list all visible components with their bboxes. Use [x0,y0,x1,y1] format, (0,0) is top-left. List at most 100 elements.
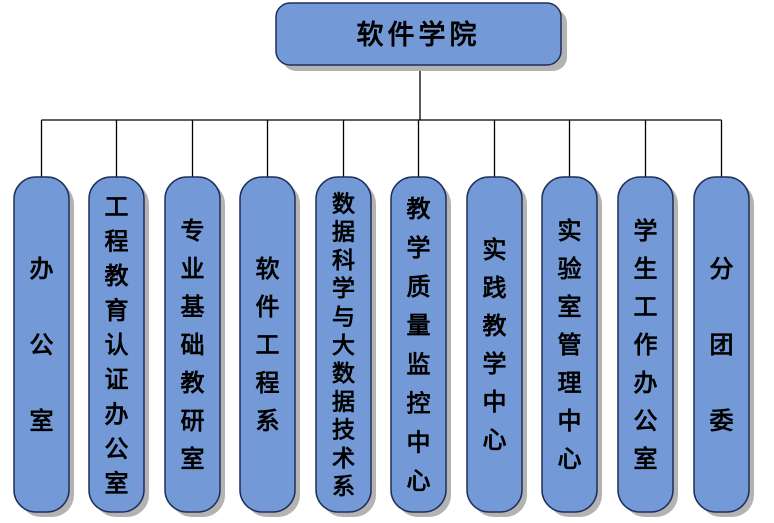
unit-node-box [88,176,145,513]
unit-node-label-char: 生 [634,255,658,283]
unit-node-label-char: 教 [105,262,130,290]
unit-node-label-char: 中 [407,428,431,456]
unit-node-label-char: 研 [181,407,205,435]
unit-node-box [617,176,674,513]
unit-node-label-char: 教 [483,312,508,340]
unit-node-box [541,176,598,513]
unit-node-box [239,176,296,513]
unit-node-label: 办公室 [30,255,54,435]
unit-node-label-char: 大 [332,333,355,359]
unit-node-label: 专业基础教研室 [181,217,206,473]
unit-node-label: 实践教学中心 [483,236,508,454]
unit-node-label-char: 学 [407,234,431,262]
unit-node-label-char: 础 [181,331,205,359]
unit-node-box [390,176,447,513]
unit-node-label-char: 量 [407,312,431,340]
unit-node-label-char: 办 [634,369,658,397]
unit-node-label-char: 委 [709,407,734,435]
unit-node: 专业基础教研室 [164,176,225,517]
unit-node-label-char: 术 [332,446,355,472]
unit-node-label: 数据科学与大数据技术系 [332,191,356,500]
unit-node-label: 工程教育认证办公室 [105,193,130,498]
unit-node-label-char: 作 [634,331,658,359]
unit-node-box [13,176,70,513]
unit-node-label-char: 团 [710,331,734,359]
unit-node-label-char: 实 [558,217,582,245]
unit-node: 教学质量监控中心 [390,176,451,517]
unit-node-label-char: 学 [483,350,507,378]
unit-node-label-char: 育 [105,297,129,325]
unit-node-label-char: 专 [181,217,205,245]
unit-node-label-char: 控 [407,390,431,418]
unit-node: 数据科学与大数据技术系 [315,176,376,517]
unit-node-label-char: 基 [181,293,206,321]
unit-node-label-char: 认 [105,331,129,359]
unit-node-label-char: 据 [332,389,355,415]
unit-node-label-char: 管 [558,331,582,359]
unit-node-label-char: 室 [634,445,658,473]
unit-node-label: 学生工作办公室 [634,217,658,473]
unit-node-label-char: 件 [256,293,280,321]
unit-node-label-char: 教 [407,195,432,223]
unit-node-label-char: 分 [710,255,734,283]
unit-node-label-char: 办 [30,255,54,283]
unit-node: 学生工作办公室 [617,176,678,517]
unit-node-label-char: 心 [407,467,431,495]
unit-node-label-char: 系 [332,474,355,500]
unit-node-label: 实验室管理中心 [558,217,582,473]
unit-node-label-char: 心 [483,426,507,454]
unit-node-label-char: 中 [558,407,582,435]
unit-node-label-char: 办 [105,400,129,428]
unit-node-label-char: 心 [558,445,582,473]
unit-nodes: 办公室工程教育认证办公室专业基础教研室软件工程系数据科学与大数据技术系教学质量监… [13,176,754,517]
unit-node-label-char: 理 [558,369,582,397]
unit-node-label-char: 实 [483,236,507,264]
unit-node: 软件工程系 [239,176,300,517]
unit-node-label-char: 工 [634,293,658,321]
unit-node-label-char: 质 [407,273,431,301]
unit-node-label: 分团委 [709,255,734,435]
unit-node-label-char: 数 [332,191,356,217]
unit-node: 实验室管理中心 [541,176,602,517]
unit-node-label: 软件工程系 [256,255,280,435]
unit-node-box [693,176,750,513]
unit-node-label-char: 业 [181,255,205,283]
unit-node: 实践教学中心 [466,176,527,517]
unit-node-label-char: 公 [105,435,129,463]
unit-node-label-char: 室 [181,445,205,473]
root-node-label: 软件学院 [357,19,481,51]
unit-node-label-char: 践 [483,274,507,302]
unit-node-label-char: 程 [256,369,280,397]
unit-node-label-char: 与 [332,305,355,331]
unit-node-label-char: 公 [30,331,54,359]
unit-node-label-char: 据 [332,220,355,246]
unit-node-label-char: 系 [256,407,280,435]
unit-node-label-char: 室 [105,469,129,497]
unit-node-box [315,176,372,513]
unit-node-label-char: 学 [332,275,355,302]
unit-node-box [466,176,523,513]
unit-node-label-char: 软 [256,255,280,283]
unit-node-label-char: 监 [407,351,431,379]
unit-node-label-char: 公 [634,407,658,435]
unit-node: 办公室 [13,176,74,517]
root-node: 软件学院 [275,2,567,71]
unit-node: 分团委 [693,176,754,517]
unit-node-label-char: 科 [332,248,355,274]
connector-lines [40,65,723,177]
unit-node-label-char: 中 [483,388,507,416]
unit-node-label-char: 程 [105,228,129,256]
unit-node-label-char: 数 [332,361,356,387]
unit-node-box [164,176,221,513]
unit-node-label-char: 工 [105,193,129,221]
unit-node-label-char: 验 [558,255,582,283]
root-node-box [275,2,562,66]
unit-node-label-char: 室 [558,293,582,321]
unit-node-label-char: 教 [181,369,206,397]
unit-node: 工程教育认证办公室 [88,176,149,517]
unit-node-label: 教学质量监控中心 [407,195,432,495]
unit-node-label-char: 学 [634,217,658,245]
unit-node-label-char: 室 [30,407,54,435]
unit-node-label-char: 证 [105,366,129,394]
